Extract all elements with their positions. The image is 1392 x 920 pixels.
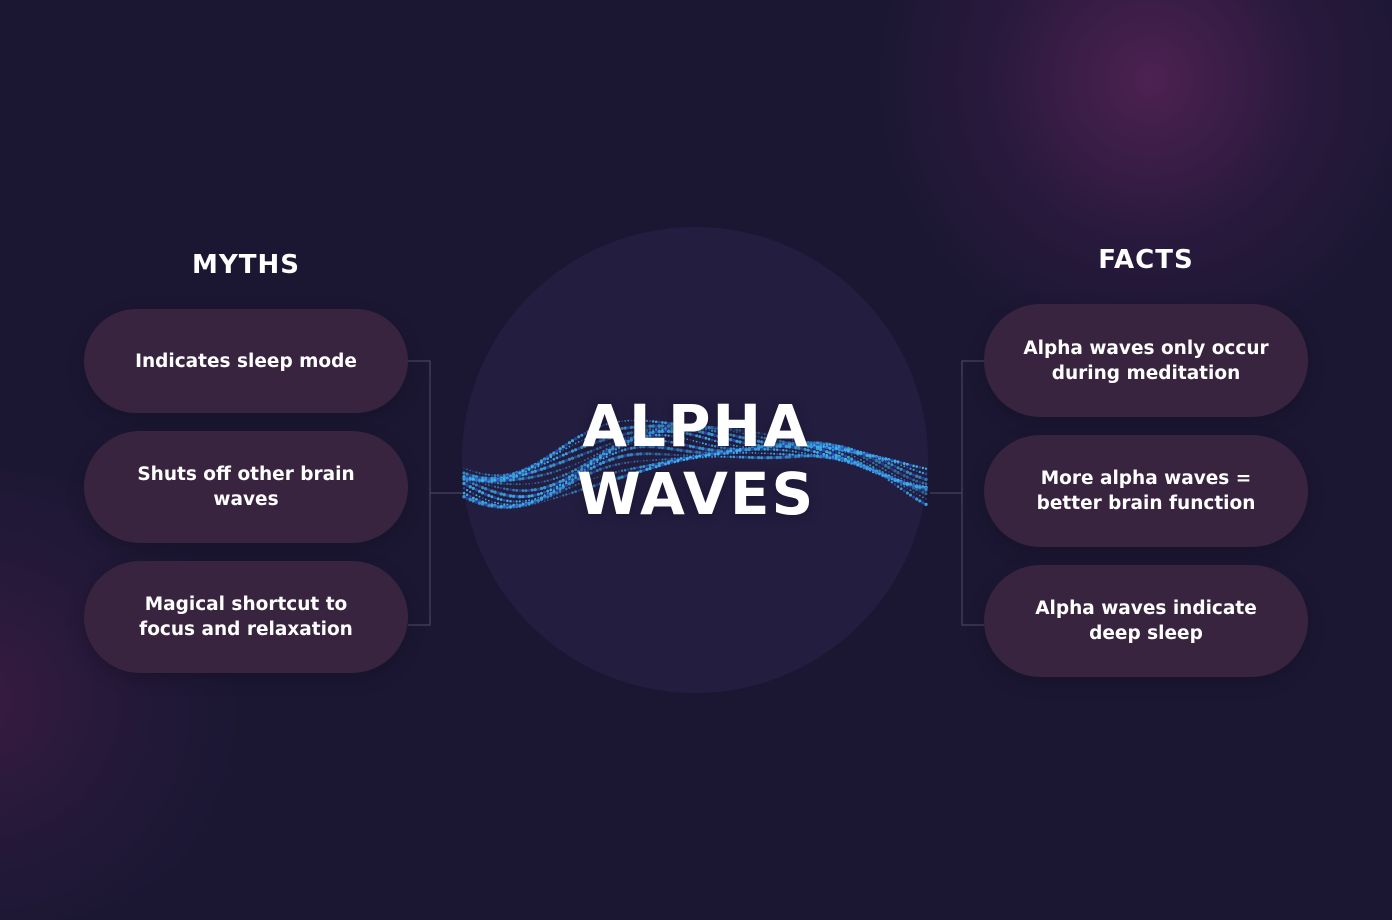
myth-item-label: Magical shortcut to focus and relaxation: [139, 594, 353, 640]
myth-item-label: Shuts off other brain waves: [137, 464, 355, 510]
fact-item-label: Alpha waves only occur during meditation: [1023, 337, 1269, 384]
fact-item-meditation: Alpha waves only occur during meditation: [984, 304, 1308, 417]
center-circle: [462, 227, 928, 693]
alpha-wave-particle-icon: [462, 419, 928, 510]
myth-item-sleep-mode: Indicates sleep mode: [84, 309, 408, 413]
fact-item-label: Alpha waves indicate deep sleep: [1035, 598, 1257, 644]
facts-heading: FACTS: [1098, 245, 1194, 275]
center-title: ALPHA WAVES: [520, 392, 872, 528]
myths-heading: MYTHS: [192, 250, 300, 280]
facts-connector: [930, 360, 984, 626]
fact-item-label: More alpha waves = better brain function: [1036, 468, 1256, 514]
myth-item-magical-shortcut: Magical shortcut to focus and relaxation: [84, 561, 408, 673]
fact-item-deep-sleep: Alpha waves indicate deep sleep: [984, 565, 1308, 677]
fact-item-better-function: More alpha waves = better brain function: [984, 435, 1308, 547]
center-title-line-2: WAVES: [576, 460, 816, 528]
myth-item-label: Indicates sleep mode: [135, 350, 357, 372]
myth-item-shuts-off-waves: Shuts off other brain waves: [84, 431, 408, 543]
myths-connector: [408, 360, 462, 626]
center-title-line-1: ALPHA: [582, 392, 810, 460]
